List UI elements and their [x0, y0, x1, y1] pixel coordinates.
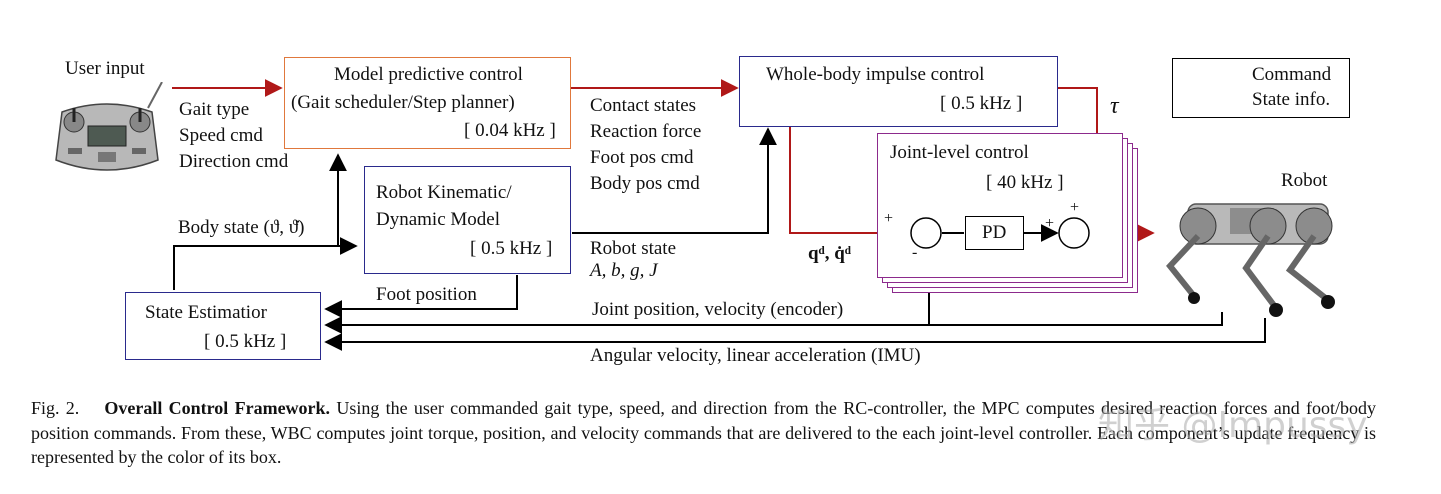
reaction-force-label: Reaction force [590, 121, 702, 142]
legend-command-label: Command [1252, 64, 1332, 85]
sum-junction-1 [910, 217, 942, 249]
figure-caption: Fig. 2. Overall Control Framework. Using… [31, 396, 1376, 470]
qd-label: qᵈ, q̇ᵈ [808, 243, 852, 264]
joint-feedback-label: Joint position, velocity (encoder) [592, 299, 844, 320]
arrow-foot-position [324, 275, 518, 318]
watermark: 知乎 @Impussy [1098, 405, 1368, 446]
wbic-box [739, 56, 1058, 127]
mpc-title: Model predictive control [334, 64, 523, 85]
model-line1: Robot Kinematic/ [376, 182, 512, 203]
foot-pos-cmd-label: Foot pos cmd [590, 147, 694, 168]
model-rate: [ 0.5 kHz ] [470, 238, 553, 259]
mpc-rate: [ 0.04 kHz ] [464, 120, 556, 141]
gait-type-label: Gait type [179, 99, 250, 120]
body-state-label: Body state (ϑ, ϑ̇) [178, 217, 305, 238]
user-input-label: User input [65, 58, 145, 79]
arrow-encoder-feedback [324, 312, 1223, 334]
legend-box [1172, 58, 1350, 118]
robot-state-vars: A, b, g, J [590, 260, 658, 281]
robot-state-label: Robot state [590, 238, 677, 259]
pd-block [965, 216, 1024, 250]
imu-feedback-label: Angular velocity, linear acceleration (I… [590, 345, 921, 366]
caption-label: Fig. 2. [31, 398, 80, 418]
wbic-rate: [ 0.5 kHz ] [940, 93, 1023, 114]
arrow-wbic-to-sum-qd [789, 127, 911, 242]
direction-cmd-label: Direction cmd [179, 151, 289, 172]
plus-sign-2: + [1045, 215, 1055, 232]
minus-sign-1: - [912, 244, 918, 261]
robot-label: Robot [1281, 170, 1328, 191]
tau-label: τ [1110, 93, 1119, 119]
joint-level-box [877, 133, 1123, 278]
estimator-title: State Estimatior [145, 302, 267, 323]
arrow-body-state [173, 237, 358, 290]
robot-icon [1166, 203, 1335, 317]
rc-controller-icon [55, 82, 163, 171]
wbic-title: Whole-body impulse control [766, 64, 985, 85]
model-box [364, 166, 571, 274]
body-pos-cmd-label: Body pos cmd [590, 173, 700, 194]
arrow-imu-feedback [324, 318, 1266, 351]
pd-label: PD [982, 222, 1007, 243]
speed-cmd-label: Speed cmd [179, 125, 263, 146]
arrow-robot-state [572, 127, 777, 234]
joint-level-title: Joint-level control [890, 142, 1029, 163]
model-line2: Dynamic Model [376, 209, 501, 230]
estimator-rate: [ 0.5 kHz ] [204, 331, 287, 352]
mpc-subtitle: (Gait scheduler/Step planner) [291, 92, 515, 113]
plus-sign-1: + [884, 210, 894, 227]
caption-text: Using the user commanded gait type, spee… [31, 398, 1377, 467]
contact-states-label: Contact states [590, 95, 697, 116]
sum-junction-2 [1058, 217, 1090, 249]
plus-sign-3: + [1070, 199, 1080, 216]
estimator-box [125, 292, 321, 360]
joint-level-rate: [ 40 kHz ] [986, 172, 1064, 193]
caption-title: Overall Control Framework. [104, 398, 331, 418]
legend-state-label: State info. [1252, 89, 1331, 110]
mpc-box [284, 57, 571, 149]
foot-position-label: Foot position [376, 284, 477, 305]
